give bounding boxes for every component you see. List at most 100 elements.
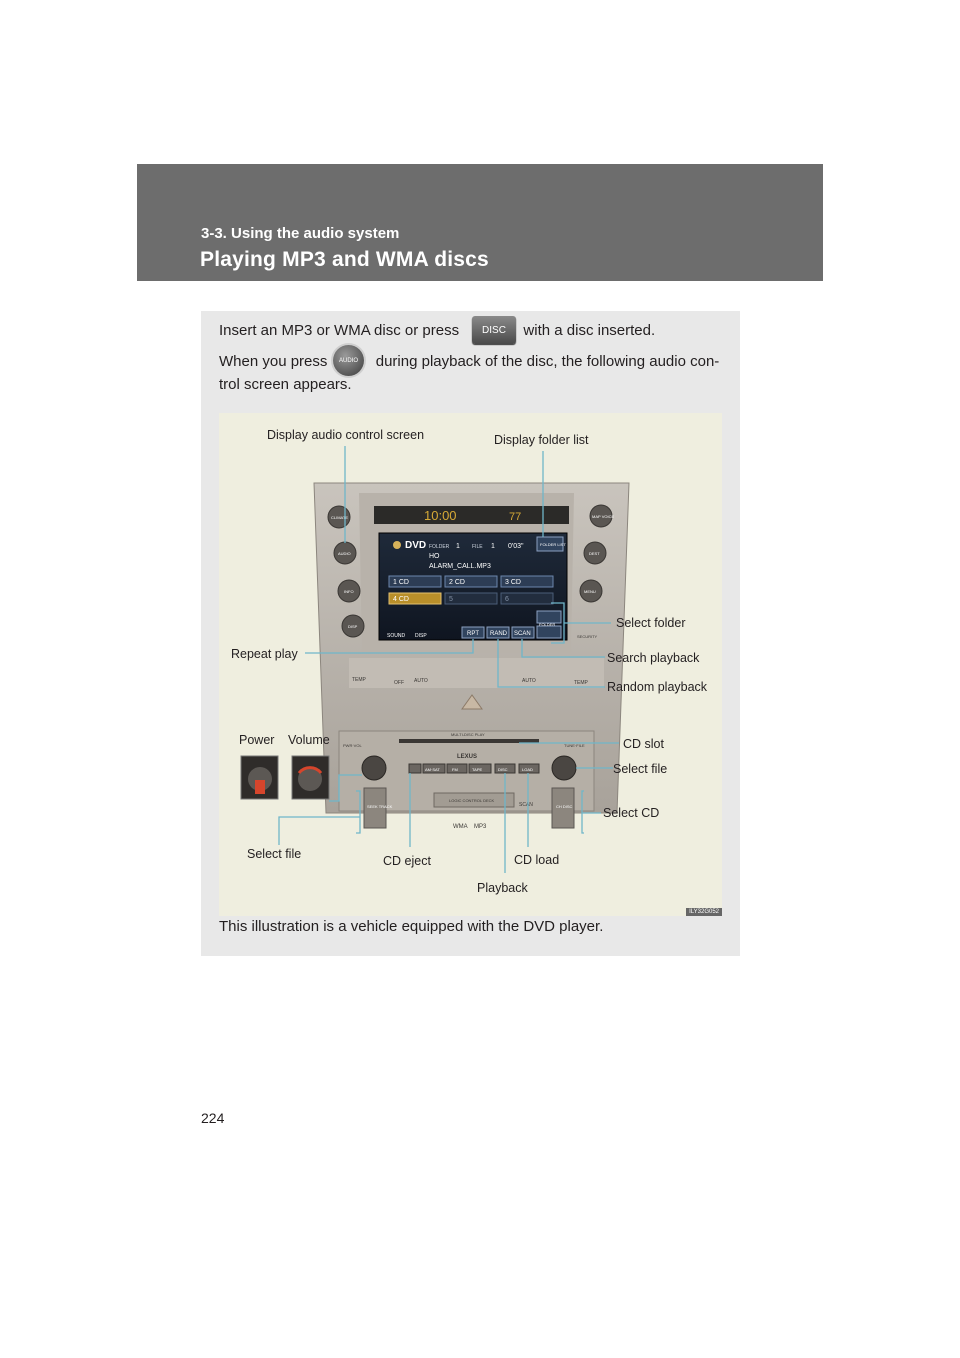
map-voice-text: MAP VOICE	[592, 514, 614, 519]
label-select-folder: Select folder	[616, 616, 685, 630]
hazard-button[interactable]	[461, 694, 483, 710]
auto-left-text: AUTO	[414, 678, 428, 684]
menu-text: MENU	[584, 589, 596, 594]
disc-slot-3[interactable]	[500, 575, 554, 588]
folder-down-button[interactable]	[536, 625, 562, 639]
disc-slot-5-label: 5	[449, 596, 453, 603]
rpt-button[interactable]	[461, 626, 485, 639]
cd-slot[interactable]	[399, 739, 539, 743]
climate-strip	[349, 658, 604, 688]
mp3-text: MP3	[474, 824, 487, 830]
disc-slot-1[interactable]	[388, 575, 442, 588]
folder-list-text: FOLDER LIST	[540, 542, 566, 547]
intro-line-1: Insert an MP3 or WMA disc or press with …	[219, 322, 655, 339]
clock-text: 10:00	[424, 508, 457, 523]
disc-text: DISC	[498, 767, 508, 772]
folder-label: FOLDER	[429, 544, 450, 550]
file-num: 1	[491, 543, 495, 550]
disp-text: DISP	[415, 633, 427, 639]
lexus-text: LEXUS	[457, 754, 477, 760]
callout-lines	[278, 446, 619, 873]
rand-text: RAND	[490, 631, 508, 637]
seek-track-button[interactable]	[363, 787, 387, 829]
disc-slot-5[interactable]	[444, 592, 498, 605]
dest-button[interactable]	[583, 541, 607, 565]
label-cd-slot: CD slot	[623, 737, 665, 751]
folder-up-button[interactable]	[536, 610, 562, 624]
volume-arrow-icon	[297, 766, 323, 775]
info-text: INFO	[344, 589, 354, 594]
temp-text: 77	[509, 511, 521, 523]
am-sat-button[interactable]	[422, 763, 446, 774]
disp-button[interactable]	[341, 614, 365, 638]
load-text: LOAD	[522, 767, 533, 772]
audio-button-icon: AUDIO	[333, 345, 364, 376]
label-display-folder: Display folder list	[494, 433, 589, 447]
disc-slot-6-label: 6	[505, 596, 509, 603]
label-select-file-left: Select file	[247, 847, 301, 861]
time-text: 0'03"	[508, 543, 524, 550]
label-display-audio: Display audio control screen	[267, 428, 424, 442]
off-text: OFF	[394, 680, 404, 686]
label-cd-eject: CD eject	[383, 854, 431, 868]
rpt-text: RPT	[467, 631, 479, 637]
pwr-vol-knob[interactable]	[361, 755, 387, 781]
intro-line-2-after: during playback of the disc, the followi…	[375, 353, 720, 370]
figure-code: ILY32G052	[686, 908, 722, 916]
dest-text: DEST	[589, 551, 600, 556]
climate-text: CLIMATE	[331, 515, 348, 520]
volume-knob	[298, 767, 322, 791]
scan-text: SCAN	[514, 631, 531, 637]
label-playback: Playback	[477, 881, 528, 895]
intro-line-2: When you press during playback of the di…	[219, 353, 719, 370]
disc-slot-4[interactable]	[388, 592, 442, 605]
tape-button[interactable]	[468, 763, 492, 774]
disc-slot-4-label: 4 CD	[393, 596, 409, 603]
cd-eject-button[interactable]	[408, 763, 422, 774]
header-band	[137, 164, 823, 281]
multi-disc-text: MULTI-DISC PLAY	[451, 732, 485, 737]
label-select-file-right: Select file	[613, 762, 667, 776]
file-label: FILE	[472, 544, 483, 550]
folder-text: FOLDER	[539, 622, 555, 627]
load-button[interactable]	[518, 763, 540, 774]
disc-slot-6[interactable]	[500, 592, 554, 605]
folder-num: 1	[456, 543, 460, 550]
page-number: 224	[201, 1110, 225, 1126]
disc-icon	[393, 541, 401, 549]
map-voice-button[interactable]	[589, 504, 613, 528]
security-text: SECURITY	[577, 634, 598, 639]
label-search-playback: Search playback	[607, 651, 700, 665]
scan-button[interactable]	[511, 626, 535, 639]
console-diagram: 10:00 77 DVD FOLDER 1 FILE 1 0'03" FOLDE…	[231, 428, 708, 895]
power-arrow-icon	[255, 780, 265, 794]
intro-line-1-after: with a disc inserted.	[523, 322, 656, 339]
intro-line-1-before: Insert an MP3 or WMA disc or press	[219, 322, 460, 339]
label-volume: Volume	[288, 733, 330, 747]
temp-left-text: TEMP	[352, 677, 367, 683]
cassette-deck	[433, 792, 515, 808]
temp-right-text: TEMP	[574, 680, 589, 686]
rand-button[interactable]	[486, 626, 510, 639]
fm-button[interactable]	[446, 763, 468, 774]
disc-slot-2[interactable]	[444, 575, 498, 588]
disc-slot-2-label: 2 CD	[449, 579, 465, 586]
info-button[interactable]	[337, 579, 361, 603]
fm-text: FM	[452, 767, 458, 772]
seek-track-text: SEEK TRACK	[367, 804, 393, 809]
folder-list-button[interactable]	[536, 536, 564, 552]
ch-disc-button[interactable]	[551, 787, 575, 829]
scan-console-text: SCAN	[519, 802, 533, 808]
audio-text: AUDIO	[338, 551, 351, 556]
tune-file-knob[interactable]	[551, 755, 577, 781]
disp-btn-text: DISP	[348, 624, 358, 629]
disc-slot-3-label: 3 CD	[505, 579, 521, 586]
console-illustration: 10:00 77 DVD FOLDER 1 FILE 1 0'03" FOLDE…	[219, 413, 722, 916]
ch-disc-text: CH DISC	[556, 804, 573, 809]
section-heading: 3-3. Using the audio system	[201, 225, 400, 242]
clock-bar	[374, 506, 569, 524]
disc-slot-1-label: 1 CD	[393, 579, 409, 586]
intro-line-3: trol screen appears.	[219, 376, 352, 393]
sound-text: SOUND	[387, 633, 405, 639]
menu-button[interactable]	[579, 579, 603, 603]
